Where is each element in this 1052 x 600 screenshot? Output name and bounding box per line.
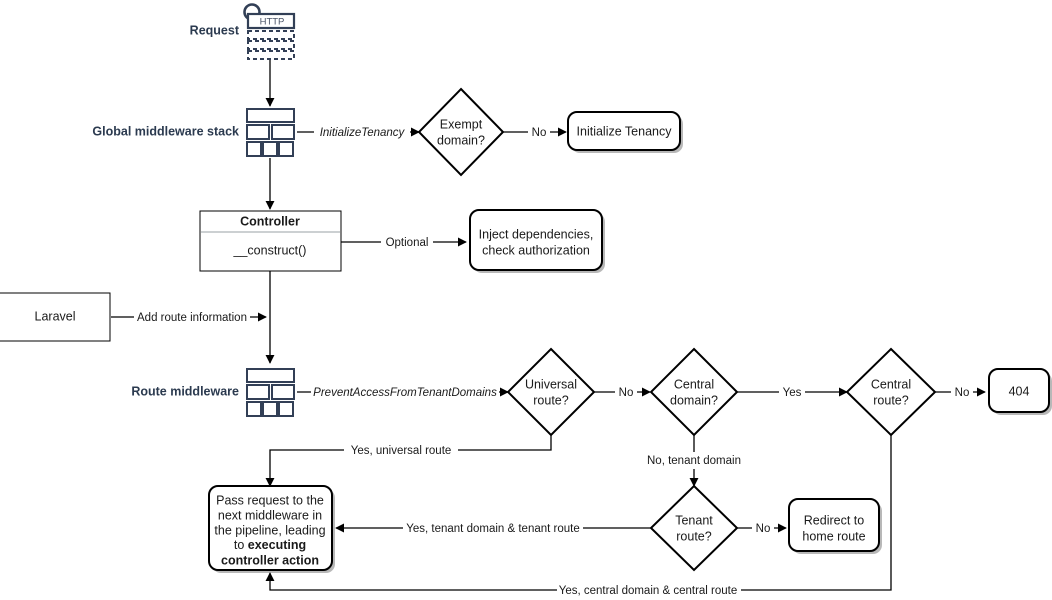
node-inject-dependencies-line1: Inject dependencies, <box>479 227 594 241</box>
edge-label-bg-yes-universal-route <box>344 442 458 459</box>
row-label-global-middleware-stack: Global middleware stack <box>92 124 239 138</box>
decision-central-domain-line2: domain? <box>670 393 718 407</box>
decision-central-domain[interactable]: Central domain? <box>649 347 739 437</box>
decision-tenant-route[interactable]: Tenant route? <box>649 484 739 572</box>
node-redirect-home-route-line1: Redirect to <box>804 513 864 527</box>
edge-label-bg-central-route-no <box>951 384 973 401</box>
node-redirect-home-route[interactable]: Redirect to home route <box>788 498 882 554</box>
node-inject-dependencies[interactable]: Inject dependencies, check authorization <box>469 209 605 273</box>
edge-label-yes-tenant-domain-tenant-route: Yes, tenant domain & tenant route <box>406 523 579 535</box>
edge-label-bg-central-domain-yes <box>779 384 805 401</box>
node-initialize-tenancy[interactable]: Initialize Tenancy <box>567 111 683 153</box>
decision-central-domain-line1: Central <box>674 377 714 391</box>
edge-label-yes-central-domain-central-route: Yes, central domain & central route <box>559 585 738 597</box>
edge-label-central-domain-yes: Yes <box>783 387 802 399</box>
decision-central-route[interactable]: Central route? <box>845 347 937 437</box>
decision-universal-route-line1: Universal <box>525 377 577 391</box>
edge-label-bg-yes-central-domain-central-route <box>557 582 741 599</box>
node-pass-request-line2: next middleware in <box>218 508 322 522</box>
edge-label-bg-universal-no <box>615 384 637 401</box>
http-request-icon: HTTP <box>243 3 296 60</box>
decision-tenant-route-line1: Tenant <box>675 513 713 527</box>
route-middleware-icon <box>246 368 295 417</box>
row-label-request: Request <box>190 23 240 37</box>
node-inject-dependencies-line2: check authorization <box>482 243 590 257</box>
decision-central-route-line1: Central <box>871 377 911 391</box>
node-404[interactable]: 404 <box>988 368 1052 415</box>
edge-label-prevent-access-from-tenant-domains: PreventAccessFromTenantDomains <box>313 387 497 399</box>
node-404-label: 404 <box>1009 384 1030 398</box>
node-controller-method: __construct() <box>233 243 307 257</box>
edge-label-bg-exempt-no <box>528 124 550 141</box>
edge-label-universal-route-no: No <box>619 387 634 399</box>
node-pass-request-line4-bold: executing <box>248 538 306 552</box>
decision-exempt-domain-line1: Exempt <box>440 117 483 131</box>
node-controller-header: Controller <box>240 214 300 228</box>
edge-label-exempt-no: No <box>532 127 547 139</box>
edge-label-tenant-route-no: No <box>756 523 771 535</box>
decision-exempt-domain-line2: domain? <box>437 133 485 147</box>
edge-label-bg-prevent-access <box>311 384 499 401</box>
decision-central-route-line2: route? <box>873 393 908 407</box>
edge-label-bg-add-route-information <box>134 309 250 326</box>
global-middleware-stack-icon <box>246 108 295 157</box>
node-pass-request-line3: the pipeline, leading <box>214 523 325 537</box>
edge-label-bg-initialize-tenancy <box>314 124 410 141</box>
node-pass-request-line4: to executing <box>234 538 306 552</box>
node-pass-request-line4-plain: to <box>234 538 248 552</box>
edge-label-bg-yes-tenant-domain-tenant-route <box>403 520 583 537</box>
http-request-icon-label: HTTP <box>260 17 285 28</box>
decision-exempt-domain[interactable]: Exempt domain? <box>417 87 505 177</box>
decision-tenant-route-line2: route? <box>676 529 711 543</box>
edge-label-central-route-no: No <box>955 387 970 399</box>
edge-label-bg-tenant-route-no <box>752 520 774 537</box>
node-pass-request-line5-bold: controller action <box>221 553 319 567</box>
node-laravel-label: Laravel <box>35 309 76 323</box>
edge-label-bg-no-tenant-domain <box>643 452 747 469</box>
node-pass-request-next-middleware[interactable]: Pass request to the next middleware in t… <box>208 485 335 573</box>
edge-label-add-route-information: Add route information <box>137 312 247 324</box>
decision-universal-route[interactable]: Universal route? <box>506 347 596 437</box>
decision-universal-route-line2: route? <box>533 393 568 407</box>
edge-label-optional: Optional <box>386 237 429 249</box>
edge-label-initialize-tenancy: InitializeTenancy <box>320 127 406 139</box>
node-controller[interactable]: Controller __construct() <box>199 210 342 272</box>
edge-label-bg-optional <box>381 234 433 251</box>
node-laravel[interactable]: Laravel <box>0 292 111 342</box>
row-label-route-middleware: Route middleware <box>131 384 239 398</box>
edge-label-no-tenant-domain: No, tenant domain <box>647 455 741 467</box>
edge-label-yes-universal-route: Yes, universal route <box>351 445 452 457</box>
node-redirect-home-route-line2: home route <box>802 529 865 543</box>
node-pass-request-line1: Pass request to the <box>216 493 324 507</box>
node-initialize-tenancy-label: Initialize Tenancy <box>577 124 673 138</box>
